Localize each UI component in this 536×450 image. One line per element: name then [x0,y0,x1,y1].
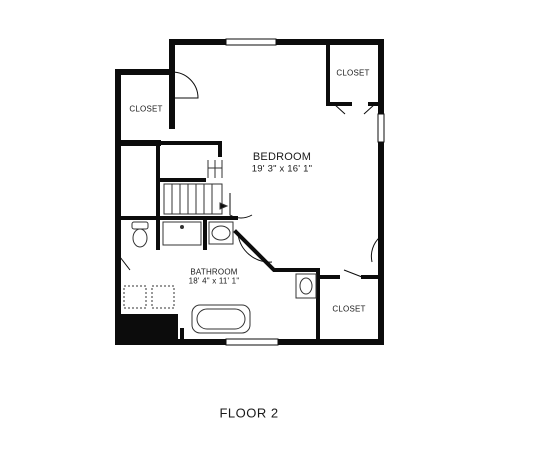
window-bottom [225,338,279,346]
door-stair [229,193,253,219]
sink-top [208,221,234,245]
door-closet-left [171,71,199,99]
cabinets [123,285,175,309]
bathtub [191,304,251,334]
room-label-closet-left: CLOSET [129,104,163,114]
window-right [377,113,385,143]
sink-right [295,273,317,299]
door-bath-diag [237,233,273,263]
window-top [225,38,277,46]
floor-title: FLOOR 2 [219,405,279,421]
room-label-bedroom: BEDROOM [252,151,312,163]
room-label-closet-top-right: CLOSET [336,68,370,78]
windows [225,38,385,346]
wall-closet-top-right [326,40,352,106]
door-bath-left [119,256,131,271]
room-label-closet-bottom-right: CLOSET [332,304,366,314]
door-closet-bottom-right [343,269,363,278]
wall-stair-top [156,141,222,157]
shower [162,221,202,246]
storage-block [118,314,178,342]
wall-diagonal [233,229,320,272]
wall-closet-left-top [115,39,175,75]
stairs [163,160,229,215]
door-closet-top-right-l [333,103,346,115]
room-dimensions-bathroom: 18' 4" x 11' 1" [188,276,240,286]
room-dimensions-bedroom: 19' 3" x 16' 1" [251,163,313,175]
door-right-wall [370,236,381,263]
room-label-bathroom: BATHROOM [190,267,238,277]
toilet [131,221,149,248]
door-closet-top-right-r [363,103,376,115]
